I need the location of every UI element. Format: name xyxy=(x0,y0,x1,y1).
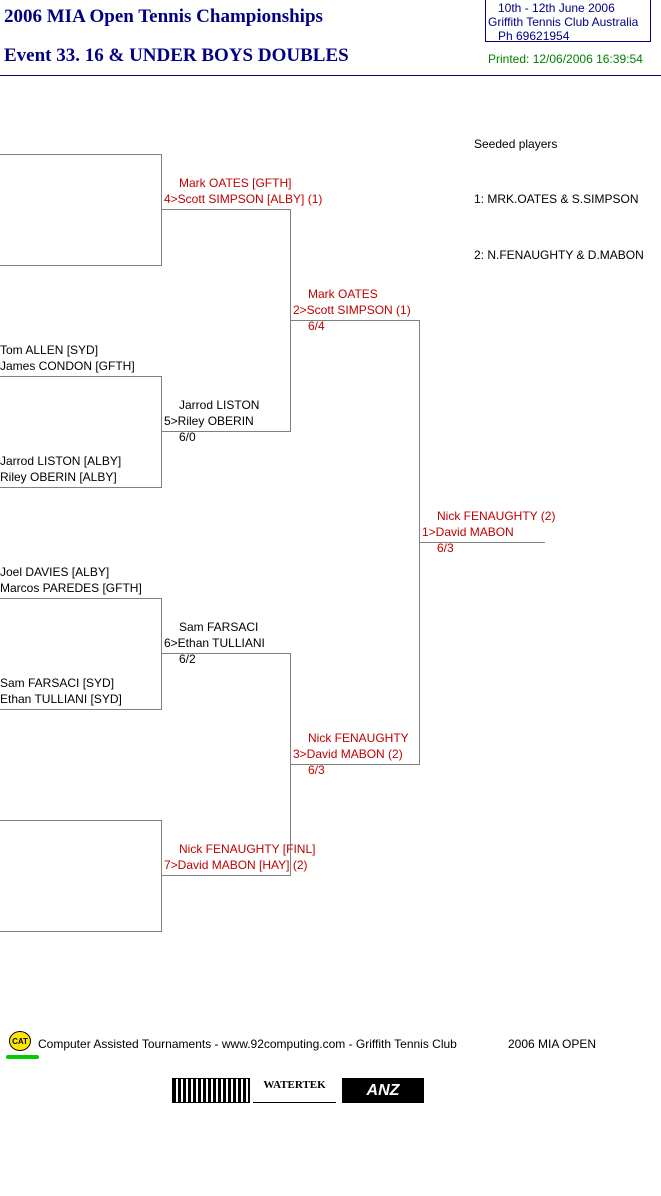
cat-logo-underline xyxy=(6,1055,39,1059)
r2-winner-3-line-1: Sam FARSACI xyxy=(179,620,259,634)
r2-winner-4-line-1: Nick FENAUGHTY [FINL] xyxy=(179,842,316,856)
printed-timestamp: Printed: 12/06/2006 16:39:54 xyxy=(488,52,643,66)
sponsor-logo-1 xyxy=(172,1078,250,1103)
r2-score-3: 6/2 xyxy=(179,652,196,666)
header-divider xyxy=(0,75,661,76)
r2-winner-2-line-2: 5>Riley OBERIN xyxy=(164,414,254,428)
r3-score-2: 6/3 xyxy=(308,763,325,777)
r1-match-4-player-1: Joel DAVIES [ALBY] xyxy=(0,565,110,579)
venue-club: Griffith Tennis Club Australia xyxy=(488,15,639,29)
tournament-title: 2006 MIA Open Tennis Championships xyxy=(4,6,323,27)
champion-line-1: Nick FENAUGHTY (2) xyxy=(437,509,556,523)
venue-info-box: 10th - 12th June 2006 Griffith Tennis Cl… xyxy=(485,0,651,43)
event-title: Event 33. 16 & UNDER BOYS DOUBLES xyxy=(4,45,349,66)
footer-credit: Computer Assisted Tournaments - www.92co… xyxy=(38,1037,457,1051)
r1-match-5-player-1: Sam FARSACI [SYD] xyxy=(0,676,115,690)
final-score: 6/3 xyxy=(437,541,454,555)
r1-match-2-player-1: Tom ALLEN [SYD] xyxy=(0,343,99,357)
r3-winner-2-line-1: Nick FENAUGHTY xyxy=(308,731,409,745)
venue-phone: Ph 69621954 xyxy=(498,29,570,43)
r3-score-1: 6/4 xyxy=(308,319,325,333)
r1-match-3-player-1: Jarrod LISTON [ALBY] xyxy=(0,454,122,468)
r3-winner-2-line-2: 3>David MABON (2) xyxy=(293,747,403,761)
r1-match-3-player-2: Riley OBERIN [ALBY] xyxy=(0,470,117,484)
r2-winner-1-line-2: 4>Scott SIMPSON [ALBY] (1) xyxy=(164,192,323,206)
r2-winner-4-line-2: 7>David MABON [HAY] (2) xyxy=(164,858,308,872)
r3-winner-1-line-1: Mark OATES xyxy=(308,287,378,301)
seeds-heading: Seeded players xyxy=(474,137,558,151)
sponsor-logo-watertek: WATERTEK xyxy=(253,1078,336,1103)
seed-2: 2: N.FENAUGHTY & D.MABON xyxy=(474,248,644,262)
r1-match-4-player-2: Marcos PAREDES [GFTH] xyxy=(0,581,142,595)
champion-line-2: 1>David MABON xyxy=(422,525,514,539)
event-dates: 10th - 12th June 2006 xyxy=(498,1,615,15)
r1-match-5-player-2: Ethan TULLIANI [SYD] xyxy=(0,692,122,706)
r3-winner-1-line-2: 2>Scott SIMPSON (1) xyxy=(293,303,411,317)
seed-1: 1: MRK.OATES & S.SIMPSON xyxy=(474,192,639,206)
final-line xyxy=(419,542,545,543)
r2-winner-1-line-1: Mark OATES [GFTH] xyxy=(179,176,292,190)
r2-winner-2-line-1: Jarrod LISTON xyxy=(179,398,260,412)
r1-match-2-player-2: James CONDON [GFTH] xyxy=(0,359,135,373)
r2-winner-3-line-2: 6>Ethan TULLIANI xyxy=(164,636,265,650)
r2-score-2: 6/0 xyxy=(179,430,196,444)
footer-event-name: 2006 MIA OPEN xyxy=(508,1037,597,1051)
cat-logo-icon: CAT xyxy=(9,1031,31,1051)
sponsor-logo-anz: ANZ xyxy=(342,1078,424,1103)
